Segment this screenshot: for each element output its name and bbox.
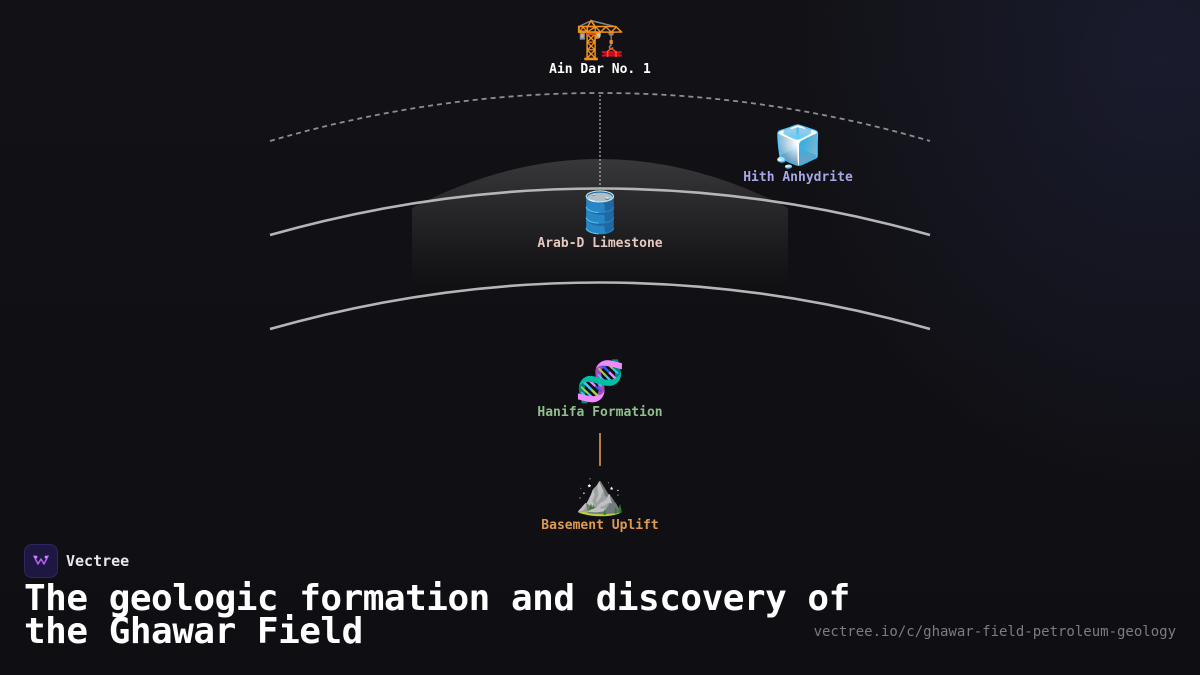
brand-name: Vectree bbox=[66, 552, 130, 570]
reservoir-base-curve bbox=[269, 281, 931, 331]
node-label-arab-d-limestone: Arab-D Limestone bbox=[537, 236, 663, 251]
dna-icon: 🧬 bbox=[575, 359, 625, 405]
mountain-icon: ⛰️ bbox=[575, 472, 625, 518]
crane-icon: 🏗️ bbox=[575, 16, 625, 62]
vectree-logo-icon bbox=[24, 544, 58, 578]
node-hanifa-formation: 🧬 Hanifa Formation bbox=[537, 359, 662, 421]
node-ain-dar: 🏗️ Ain Dar No. 1 bbox=[549, 16, 651, 78]
page-title: The geologic formation and discovery of … bbox=[24, 578, 850, 652]
oil-drum-icon: 🛢️ bbox=[575, 190, 625, 236]
node-hith-anhydrite: 🧊 Hith Anhydrite bbox=[743, 124, 853, 186]
node-label-hanifa-formation: Hanifa Formation bbox=[537, 405, 663, 420]
node-basement-uplift: ⛰️ Basement Uplift bbox=[541, 472, 658, 534]
node-arab-d-limestone: 🛢️ Arab-D Limestone bbox=[537, 190, 662, 252]
node-label-basement-uplift: Basement Uplift bbox=[541, 518, 659, 533]
node-label-hith-anhydrite: Hith Anhydrite bbox=[743, 170, 853, 185]
source-url[interactable]: vectree.io/c/ghawar-field-petroleum-geol… bbox=[813, 624, 1176, 640]
brand[interactable]: Vectree bbox=[24, 544, 129, 578]
ice-cube-icon: 🧊 bbox=[773, 124, 823, 170]
node-label-ain-dar: Ain Dar No. 1 bbox=[549, 62, 651, 77]
dashed-horizon-curve bbox=[269, 92, 931, 142]
anticline-dome-shading bbox=[412, 159, 788, 300]
